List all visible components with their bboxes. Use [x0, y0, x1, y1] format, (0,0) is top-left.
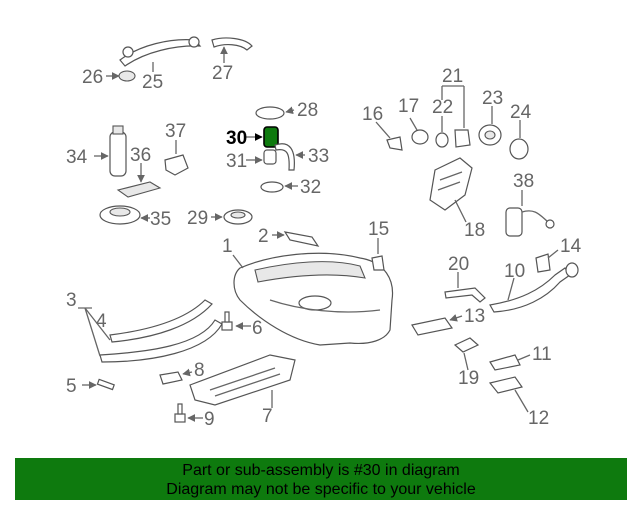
part-22-ring — [435, 132, 449, 148]
label-10: 10 — [504, 261, 525, 282]
part-17-grommet — [411, 129, 429, 145]
part-19-hose — [453, 337, 480, 353]
label-33: 33 — [308, 146, 329, 167]
part-32-ring — [260, 181, 284, 193]
label-15: 15 — [368, 219, 389, 240]
part-12-bracket — [488, 376, 523, 394]
label-30: 30 — [226, 128, 247, 149]
part-1-fuel-tank — [233, 252, 394, 346]
label-17: 17 — [398, 96, 419, 117]
label-14: 14 — [560, 236, 582, 257]
part-6-bolt — [221, 311, 233, 331]
part-37-sender — [164, 154, 189, 176]
parts-diagram: 25 26 27 28 30 31 33 32 34 36 37 — [66, 36, 582, 430]
part-27-hose — [211, 37, 253, 51]
label-11: 11 — [532, 344, 552, 365]
label-35: 35 — [150, 209, 171, 230]
part-25-fuel-line — [119, 36, 202, 67]
label-6: 6 — [252, 318, 263, 339]
part-23-filler-cap — [478, 124, 502, 146]
label-4: 4 — [96, 311, 107, 332]
part-21-cap — [454, 129, 471, 148]
banner-line-2: Diagram may not be specific to your vehi… — [166, 481, 476, 498]
part-38-vent-valve — [505, 207, 555, 237]
part-8-clamp — [159, 371, 183, 385]
label-19: 19 — [458, 368, 479, 389]
part-7-heat-insulator — [189, 354, 296, 406]
part-29-gasket — [223, 209, 253, 225]
label-22: 22 — [432, 97, 453, 118]
part-2-protector — [283, 231, 320, 247]
label-26: 26 — [82, 67, 103, 88]
label-34: 34 — [66, 147, 88, 168]
label-12: 12 — [528, 408, 549, 429]
part-26-clip — [118, 70, 136, 82]
part-13-bracket — [411, 317, 454, 336]
label-1: 1 — [222, 236, 233, 257]
part-5-clip — [96, 378, 115, 391]
part-4-tank-band — [109, 299, 213, 343]
part-30-fuel-filter-highlighted — [263, 126, 279, 148]
label-24: 24 — [510, 102, 532, 123]
part-28-gasket — [255, 106, 285, 120]
info-banner: Part or sub-assembly is #30 in diagram D… — [15, 458, 627, 500]
part-9-bolt — [174, 403, 186, 423]
label-5: 5 — [66, 376, 77, 397]
label-36: 36 — [130, 145, 151, 166]
label-21: 21 — [442, 66, 463, 87]
part-31-pump — [263, 149, 277, 165]
label-20: 20 — [448, 254, 469, 275]
label-38: 38 — [513, 171, 534, 192]
label-8: 8 — [194, 360, 205, 381]
label-32: 32 — [300, 177, 321, 198]
part-10-filler-pipe — [489, 262, 579, 313]
part-14-bracket — [535, 253, 551, 273]
part-15-clamp — [371, 255, 385, 271]
label-18: 18 — [464, 220, 485, 241]
label-29: 29 — [187, 208, 208, 229]
label-3: 3 — [66, 290, 77, 311]
label-28: 28 — [297, 100, 318, 121]
part-35-retainer — [99, 205, 141, 225]
label-27: 27 — [212, 63, 233, 84]
label-9: 9 — [204, 409, 215, 430]
label-31: 31 — [226, 151, 247, 172]
part-16-bracket — [386, 136, 403, 151]
part-24-gasket — [509, 138, 529, 160]
label-23: 23 — [482, 88, 503, 109]
part-18-filler-box — [429, 157, 473, 211]
label-16: 16 — [362, 104, 383, 125]
label-2: 2 — [258, 226, 269, 247]
part-11-bracket — [489, 354, 521, 371]
label-13: 13 — [464, 306, 485, 327]
part-33-pump-bracket — [274, 143, 295, 171]
banner-line-1: Part or sub-assembly is #30 in diagram — [182, 462, 460, 479]
label-7: 7 — [262, 406, 273, 427]
part-20-hose — [444, 287, 486, 303]
part-34-fuel-pump — [109, 125, 127, 177]
label-25: 25 — [142, 72, 163, 93]
label-37: 37 — [165, 121, 186, 142]
part-36-filter — [116, 181, 162, 198]
